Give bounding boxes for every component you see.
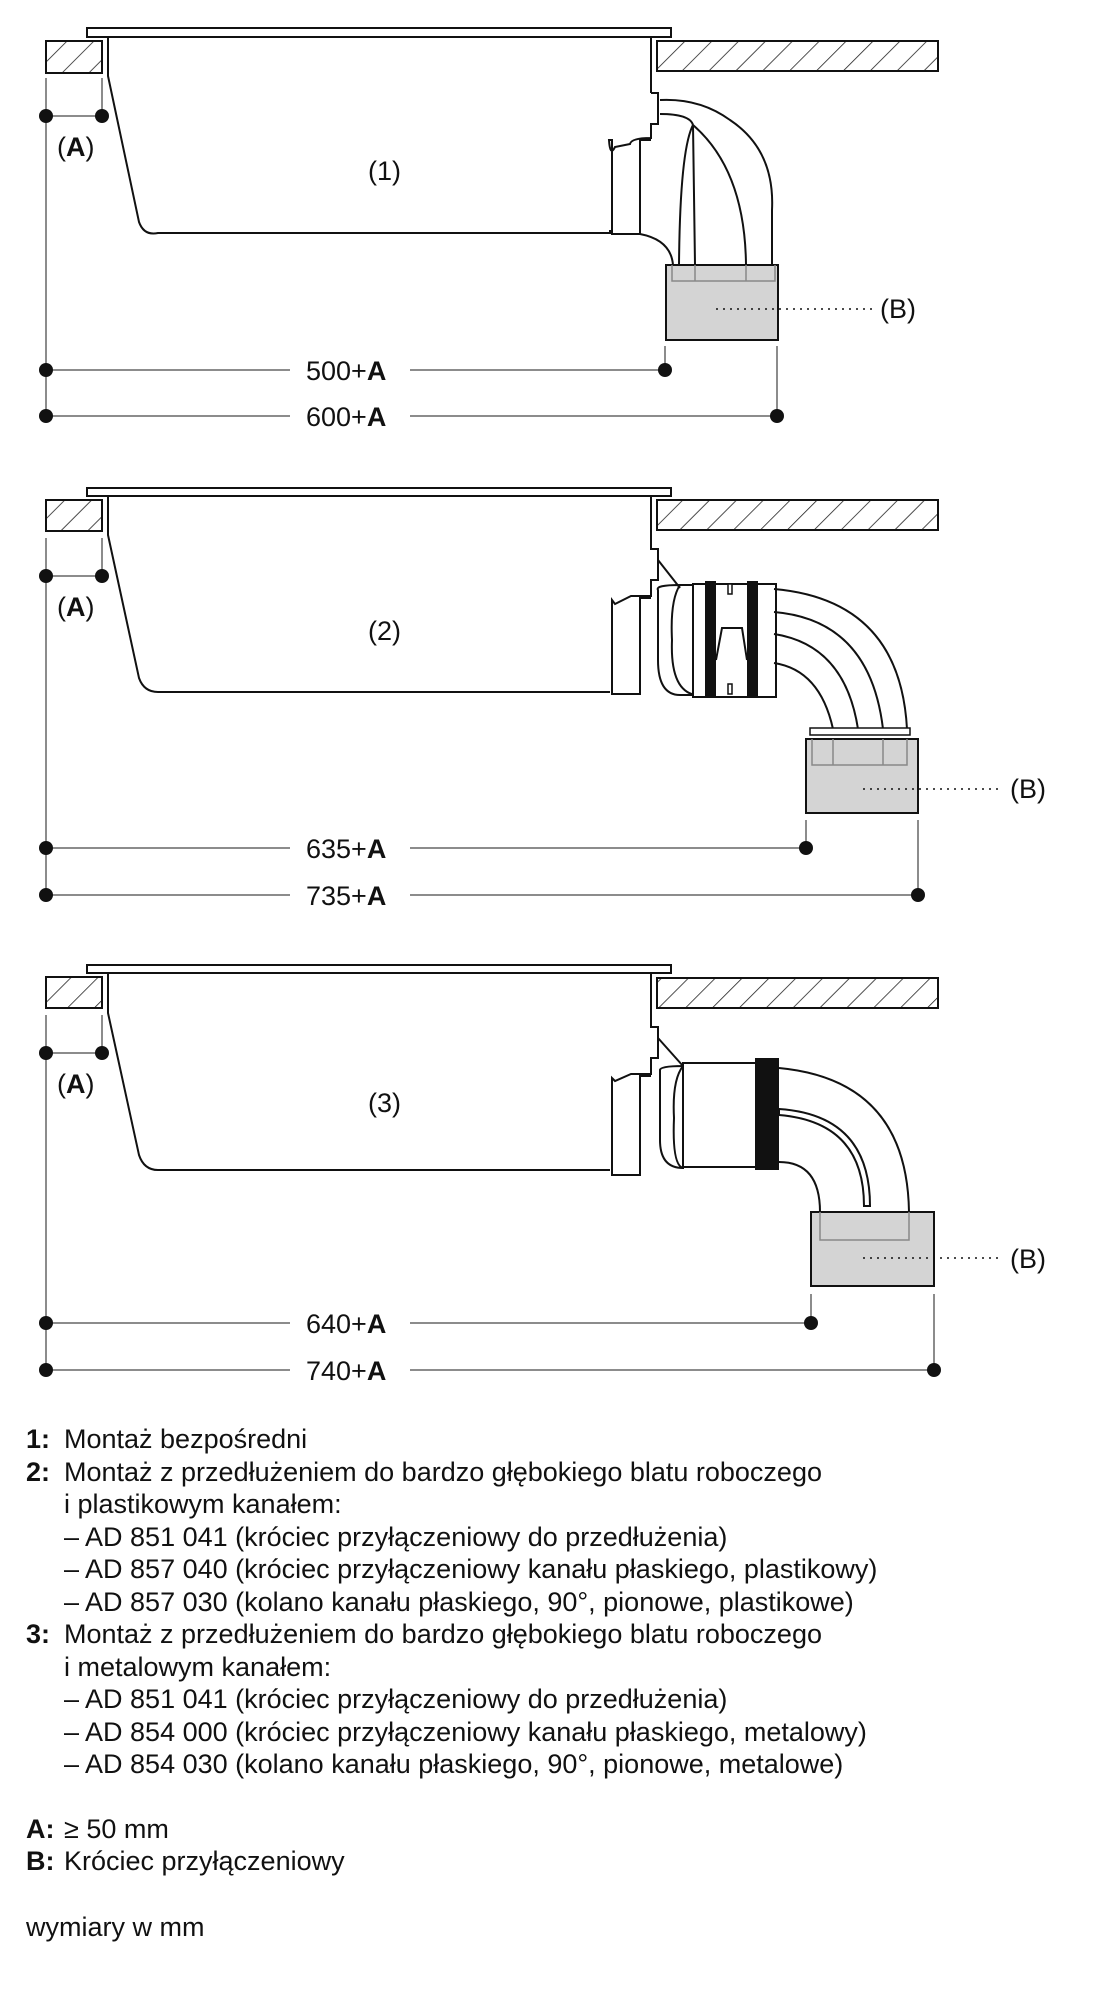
legend-item-2: 2: Montaż z przedłużeniem do bardzo głębo… bbox=[26, 1456, 877, 1489]
diagram-3: (B) (3) (A) 640+A 740+A bbox=[39, 964, 1046, 1386]
dim-dot bbox=[39, 409, 53, 423]
diagram-number: (2) bbox=[368, 616, 401, 646]
label-a: (A) bbox=[57, 592, 95, 622]
diagram-1: (B) (1) (A) 500+A 600+A bbox=[39, 27, 939, 432]
legend-text: Montaż z przedłużeniem do bardzo głęboki… bbox=[64, 1456, 822, 1487]
cooktop-plate bbox=[86, 27, 672, 38]
appliance-tub bbox=[107, 973, 610, 1171]
appliance-tub bbox=[107, 496, 610, 693]
definition-text: Króciec przyłączeniowy bbox=[64, 1846, 345, 1876]
definition-key: A: bbox=[26, 1813, 55, 1844]
seal-ring bbox=[747, 581, 758, 698]
connection-piece-inner bbox=[811, 739, 908, 766]
connection-piece-b bbox=[805, 738, 919, 814]
dimension-inner: 635+A bbox=[306, 834, 386, 864]
units-note: wymiary w mm bbox=[26, 1912, 205, 1942]
legend-item-1: 1: Montaż bezpośredni bbox=[26, 1423, 877, 1456]
dim-dot bbox=[95, 109, 109, 123]
seal-ring bbox=[705, 581, 716, 698]
connection-piece-inner bbox=[819, 1212, 910, 1241]
flat-duct-connector bbox=[682, 1062, 757, 1168]
appliance-outlet bbox=[611, 973, 659, 1176]
connector-notch bbox=[715, 627, 748, 661]
legend-item-3: 3: Montaż z przedłużeniem do bardzo głębo… bbox=[26, 1618, 877, 1651]
dim-dot bbox=[95, 569, 109, 583]
diagram-2: (B) (2) (A) 635+A 735+A bbox=[39, 487, 1046, 911]
duct-elbow-90-outer bbox=[778, 1067, 910, 1213]
legend-text-continued: i plastikowym kanałem: bbox=[64, 1489, 342, 1519]
dim-dot bbox=[911, 888, 925, 902]
label-b: (B) bbox=[880, 294, 916, 324]
cooktop-plate bbox=[86, 487, 672, 497]
worktop-right-section bbox=[656, 977, 939, 1009]
dim-dot bbox=[39, 841, 53, 855]
label-b: (B) bbox=[1010, 1244, 1046, 1274]
duct-elbow-rib bbox=[778, 1107, 872, 1207]
legend-text-continued: i metalowym kanałem: bbox=[64, 1651, 332, 1682]
duct-elbow bbox=[639, 98, 774, 266]
legend-part: – AD 857 040 (króciec przyłączeniowy kan… bbox=[64, 1554, 878, 1584]
definition-key: B: bbox=[26, 1846, 55, 1876]
worktop-left-section bbox=[45, 976, 103, 1009]
dim-dot bbox=[95, 1046, 109, 1060]
legend-part: – AD 854 030 (kolano kanału płaskiego, 9… bbox=[64, 1749, 844, 1779]
dim-dot bbox=[927, 1363, 941, 1377]
dim-dot bbox=[799, 841, 813, 855]
legend-key: 2: bbox=[26, 1456, 51, 1487]
dimension-outer: 740+A bbox=[306, 1356, 386, 1386]
worktop-right-section bbox=[656, 40, 939, 72]
dim-dot bbox=[39, 1363, 53, 1377]
duct-elbow-90 bbox=[773, 588, 908, 730]
dim-dot bbox=[39, 109, 53, 123]
dim-dot bbox=[39, 569, 53, 583]
connector-clip bbox=[727, 683, 733, 695]
label-a: (A) bbox=[57, 1069, 95, 1099]
dimension-inner: 500+A bbox=[306, 356, 386, 386]
appliance-tub bbox=[107, 37, 611, 235]
appliance-outlet bbox=[611, 496, 659, 695]
legend-part: – AD 854 000 (króciec przyłączeniowy kan… bbox=[64, 1716, 867, 1747]
dim-dot bbox=[804, 1316, 818, 1330]
legend-key: 1: bbox=[26, 1424, 51, 1454]
label-b: (B) bbox=[1010, 774, 1046, 804]
diagram-number: (3) bbox=[368, 1088, 401, 1118]
installation-diagrams: (B) (1) (A) 500+A 600+A bbox=[39, 27, 1046, 1386]
worktop-left-section bbox=[45, 40, 103, 74]
connection-piece-inner bbox=[671, 265, 776, 282]
legend: 1: Montaż bezpośredni 2: Montaż z przedłuż… bbox=[26, 1423, 877, 1878]
legend-part: – AD 851 041 (króciec przyłączeniowy do … bbox=[64, 1684, 728, 1714]
dim-dot bbox=[770, 409, 784, 423]
legend-part: – AD 851 041 (króciec przyłączeniowy do … bbox=[64, 1521, 728, 1552]
definition-a: A: ≥ 50 mm bbox=[26, 1813, 877, 1846]
definition-b: B: Króciec przyłączeniowy bbox=[26, 1845, 877, 1878]
dim-dot bbox=[39, 888, 53, 902]
label-a: (A) bbox=[57, 132, 95, 162]
extension-adapter bbox=[657, 1037, 684, 1170]
diagram-number: (1) bbox=[368, 156, 401, 186]
dim-dot bbox=[39, 1046, 53, 1060]
elbow-flange bbox=[809, 727, 911, 736]
legend-text: Montaż bezpośredni bbox=[64, 1424, 308, 1454]
definition-text: ≥ 50 mm bbox=[64, 1813, 169, 1844]
dimension-outer: 600+A bbox=[306, 402, 386, 432]
seal-ring bbox=[755, 1058, 779, 1170]
dim-dot bbox=[658, 363, 672, 377]
extension-adapter bbox=[656, 559, 696, 696]
legend-text: Montaż z przedłużeniem do bardzo głęboki… bbox=[64, 1619, 822, 1649]
worktop-left-section bbox=[45, 499, 103, 532]
appliance-outlet bbox=[607, 37, 659, 235]
dim-dot bbox=[39, 363, 53, 377]
dimension-inner: 640+A bbox=[306, 1309, 386, 1339]
connection-piece-b bbox=[810, 1211, 935, 1287]
connection-piece-b bbox=[665, 264, 779, 341]
worktop-right-section bbox=[656, 499, 939, 531]
dim-dot bbox=[39, 1316, 53, 1330]
cooktop-plate bbox=[86, 964, 672, 974]
connector-clip bbox=[727, 583, 733, 595]
dimension-outer: 735+A bbox=[306, 881, 386, 911]
legend-key: 3: bbox=[26, 1619, 51, 1649]
legend-part: – AD 857 030 (kolano kanału płaskiego, 9… bbox=[64, 1586, 854, 1617]
